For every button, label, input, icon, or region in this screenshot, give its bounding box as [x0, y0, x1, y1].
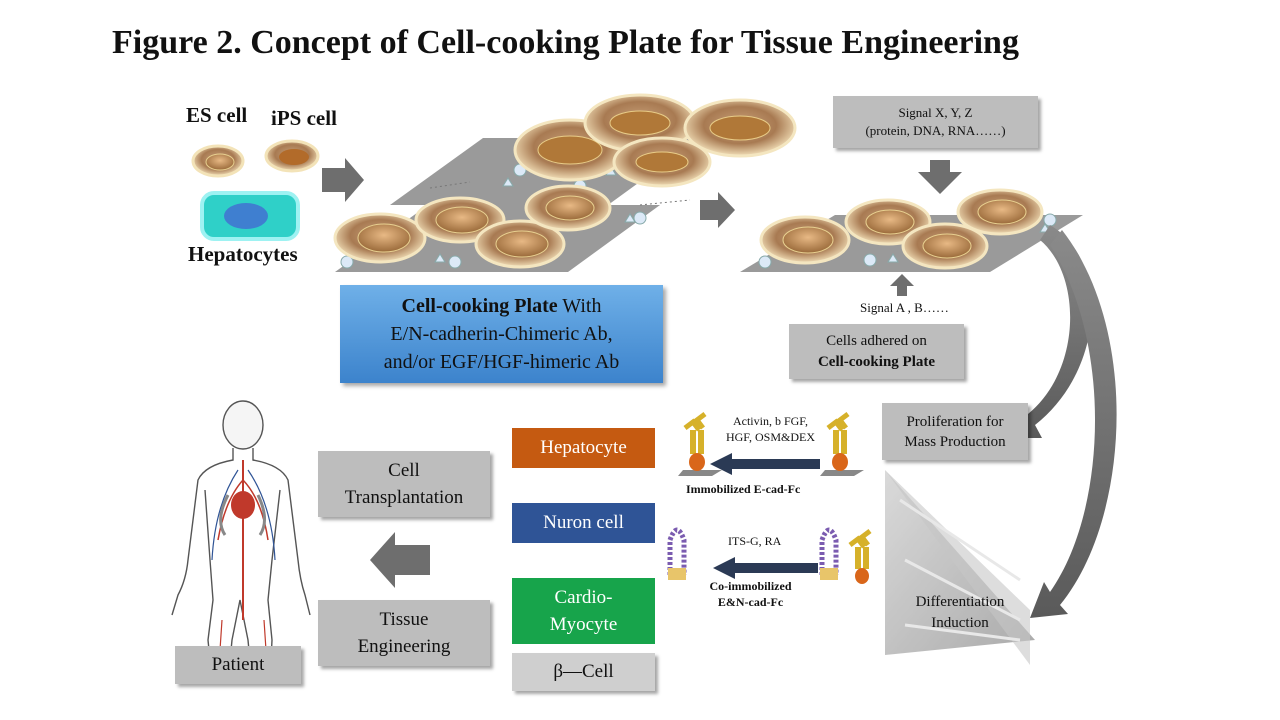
co-immobilized-line2: E&N-cad-Fc	[717, 595, 784, 609]
arrow-left-dark-icon-2	[713, 557, 818, 579]
arrow-left-dark-icon	[710, 453, 820, 475]
cell-cooking-plate-box: Cell-cooking Plate With E/N-cadherin-Chi…	[340, 285, 663, 383]
es-cell-icon	[191, 144, 245, 178]
page-title: Figure 2. Concept of Cell-cooking Plate …	[112, 24, 1019, 61]
patient-box: Patient	[175, 646, 301, 684]
activin-line1: Activin, b FGF,	[732, 414, 809, 428]
tissue-line1: Tissue	[379, 609, 429, 630]
cardio-line1: Cardio-	[554, 587, 613, 608]
ecad-fc-antibody-icon	[678, 412, 864, 476]
cardio-myocyte-target-box: Cardio- Myocyte	[512, 578, 655, 644]
en-cad-fc-antibody-icon	[667, 527, 872, 584]
transplantation-line1: Cell	[388, 460, 420, 481]
nuron-cell-target-box: Nuron cell	[512, 503, 655, 543]
arrow-up-icon	[890, 274, 914, 296]
co-immobilized-label: Co-immobilized E&N-cad-Fc	[683, 578, 818, 610]
tissue-engineering-box: Tissue Engineering	[318, 600, 490, 666]
cells-adhered-box: Cells adhered on Cell-cooking Plate	[789, 324, 964, 379]
proliferation-line2: Mass Production	[904, 433, 1006, 450]
plate-box-line1: Cell-cooking Plate With	[402, 292, 602, 320]
cells-adhered-line1: Cells adhered on	[826, 332, 927, 349]
plate-box-line1-rest: With	[557, 295, 602, 317]
plate-box-line3: and/or EGF/HGF-himeric Ab	[383, 351, 620, 373]
signal-xyz-line1: Signal X, Y, Z	[898, 105, 973, 120]
curved-arrow-differentiation	[1030, 230, 1117, 618]
activin-line2: HGF, OSM&DEX	[725, 430, 816, 444]
beta-cell-target-box: β—Cell	[512, 653, 655, 691]
adhered-plate	[740, 188, 1083, 272]
arrow-left-big-icon	[370, 532, 430, 588]
signal-ab-label: Signal A , B……	[860, 300, 949, 315]
proliferation-box: Proliferation for Mass Production	[882, 403, 1028, 460]
human-anatomy-icon	[171, 400, 311, 683]
tissue-line2: Engineering	[357, 636, 451, 657]
signal-xyz-box: Signal X, Y, Z (protein, DNA, RNA……)	[833, 96, 1038, 148]
its-g-label: ITS-G, RA	[728, 534, 782, 548]
cardio-line2: Myocyte	[549, 614, 618, 635]
cell-transplantation-box: Cell Transplantation	[318, 451, 490, 517]
cells-adhered-line2: Cell-cooking Plate	[817, 353, 936, 370]
differentiation-label: Differentiation Induction	[896, 592, 1024, 634]
es-cell-label: ES cell	[186, 103, 248, 127]
differentiation-triangle	[885, 470, 1035, 665]
plate-box-line1-bold: Cell-cooking Plate	[401, 295, 558, 317]
hepatocyte-icon	[200, 191, 300, 241]
lower-plate	[333, 181, 691, 272]
arrow-down-icon	[918, 160, 962, 194]
immobilized-ecad-label: Immobilized E-cad-Fc	[686, 482, 801, 496]
activin-label: Activin, b FGF, HGF, OSM&DEX	[708, 413, 833, 445]
transplantation-line2: Transplantation	[344, 487, 464, 508]
arrow-right-icon	[322, 158, 364, 202]
co-immobilized-line1: Co-immobilized	[709, 579, 792, 593]
hepatocyte-target-box: Hepatocyte	[512, 428, 655, 468]
ips-cell-label: iPS cell	[271, 106, 337, 130]
signal-xyz-line2: (protein, DNA, RNA……)	[865, 123, 1006, 138]
hepatocytes-label: Hepatocytes	[188, 242, 298, 266]
ips-cell-icon	[264, 139, 320, 173]
differentiation-line1: Differentiation	[915, 594, 1005, 610]
plate-box-line2: E/N-cadherin-Chimeric Ab,	[390, 323, 613, 345]
differentiation-line2: Induction	[931, 615, 989, 631]
arrow-right-icon-2	[700, 192, 735, 228]
proliferation-line1: Proliferation for	[906, 413, 1004, 430]
